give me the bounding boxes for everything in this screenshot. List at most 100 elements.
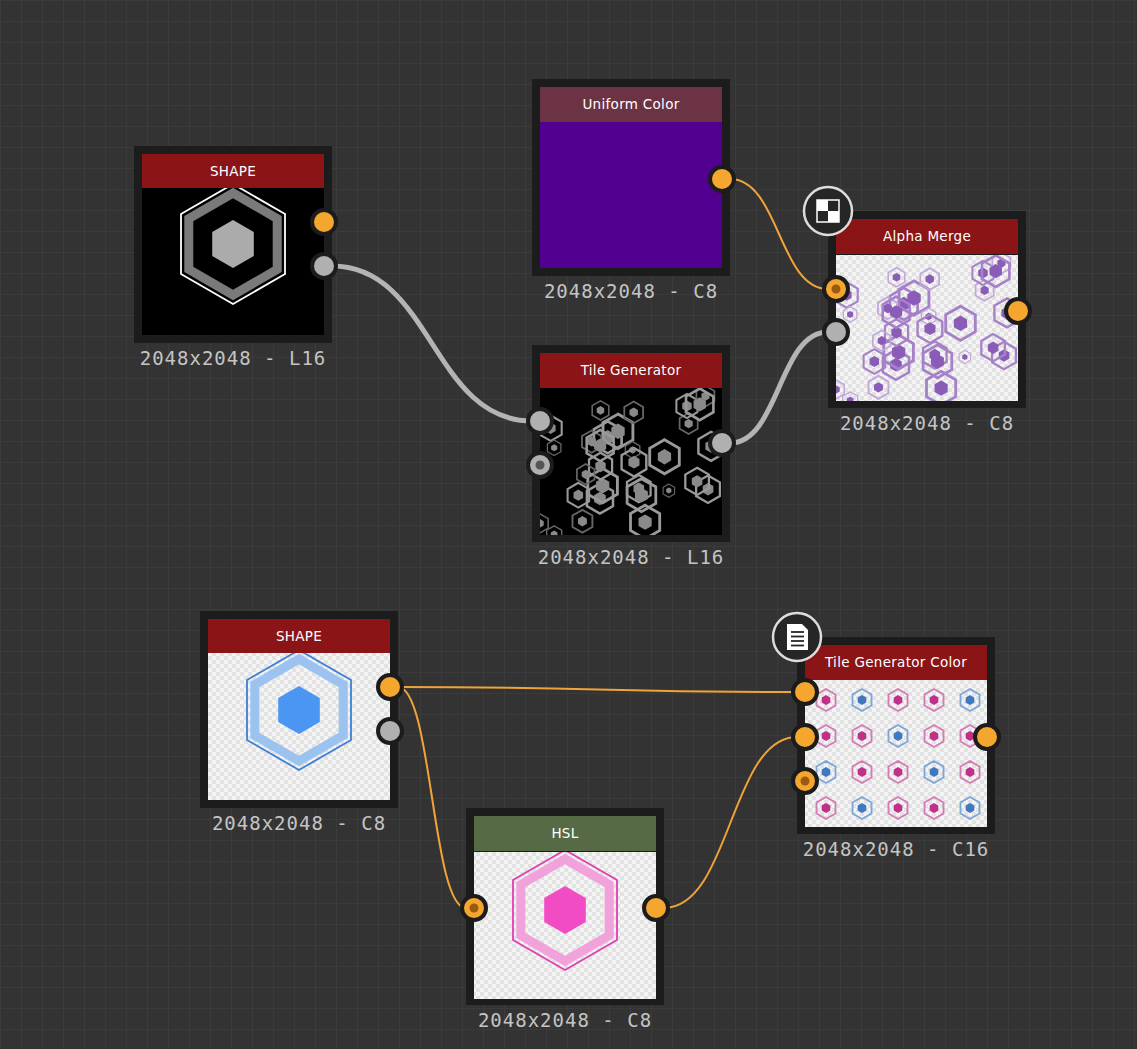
hexagon-fill [894,731,903,741]
hexagon-fill [930,349,941,361]
hexagon-fill [587,437,596,447]
hexagon-outline [582,431,601,453]
hexagon-fill [551,444,557,451]
checker-icon [804,187,852,235]
hexagon-fill [594,492,606,506]
hexagon-fill [931,354,944,369]
hexagon-outline [676,394,697,418]
hexagon-outline [627,475,651,502]
node-header: Uniform Color [540,87,722,122]
hexagon-fill [892,344,905,359]
hexagon-outline [864,349,886,374]
thumbnail [836,255,1018,401]
hexagon-fill [858,803,867,813]
hexagon-outline [972,261,993,285]
hexagon-fill [924,322,935,335]
wire [332,266,532,421]
hexagon-fill [1001,306,1012,319]
hexagon-outline [817,797,836,819]
hexagon-fill [990,264,1002,278]
hexagon-outline [853,689,872,711]
hexagon-outline [696,476,720,503]
hexagon-outline [961,725,980,747]
hexagon-outline [622,448,647,477]
hexagon-outline [921,308,935,325]
node-title: Alpha Merge [836,219,1018,254]
port [793,769,817,793]
hexagon-fill [925,313,931,321]
hexagon-outline [923,341,947,368]
hexagon-outline [961,689,980,711]
hexagon-fill [658,449,671,464]
hexagon-outline [686,389,713,421]
hexagon-outline [992,255,1010,273]
hexagon-fill [966,731,975,741]
graph-node: Alpha Merge2048x2048 - C8 [828,211,1026,408]
hexagon-outline [992,342,1016,369]
hexagon-fill [898,297,911,312]
hexagon-fill [966,767,975,777]
thumbnail-ground [540,388,722,535]
hexagon-fill [962,354,967,360]
hexagon-outline [817,689,836,711]
hexagon-outline [817,761,836,783]
resolution-label: 2048x2048 - C8 [436,1008,694,1032]
hexagon-outline [883,350,909,380]
hexagon-fill [639,515,652,530]
hexagon-outline [869,376,889,399]
hexagon-fill [894,695,903,705]
hexagon-outline [587,430,614,461]
hexagon-fill [703,483,714,495]
hexagon-fill [594,439,606,453]
hexagon-outline [680,413,698,434]
hexagon-fill [595,460,605,472]
resolution-label: 2048x2048 - L16 [502,545,760,569]
hexagon-outline [696,388,714,407]
hexagon-fill [842,289,852,301]
port [528,453,552,477]
thumbnail-ground [208,653,390,800]
hexagon-outline [685,468,709,495]
hexagon-fill [890,358,902,372]
hexagon-fill [858,731,867,741]
hexagon-outline [836,380,844,399]
graph-node: Tile Generator Color2048x2048 - C16 [797,637,995,834]
hexagon-fill [540,519,544,528]
hexagon-fill [930,731,939,741]
thumbnail [540,122,722,268]
port [793,725,817,749]
hexagon-outline [627,479,656,512]
hexagon-outline [888,268,905,287]
hexagon-outline [853,797,872,819]
node-header: Tile Generator Color [805,645,987,680]
hexagon-outline [573,510,593,533]
node-header: SHAPE [208,619,390,654]
node-header: SHAPE [142,154,324,189]
hexagon-fill [634,483,645,495]
port [644,896,668,920]
hexagon-outline [663,484,675,497]
hexagon-fill [546,423,556,434]
hexagon-fill [907,290,920,306]
hexagon-outline [592,401,609,420]
wire [398,687,466,908]
hexagon-fill [870,356,880,367]
hexagon-outline [889,797,908,819]
port [824,277,848,301]
hexagon-outline [589,453,612,480]
hexagon-outline [698,432,722,461]
hexagon-fill [578,516,587,526]
hexagon-fill [926,274,934,284]
hexagon-fill [836,385,840,394]
port-dot [470,904,479,913]
hexagon-outline [925,689,944,711]
hexagon-outline [625,442,639,459]
hexagon-outline [976,280,994,301]
icon-part [791,645,804,647]
thumbnail [142,188,324,335]
hexagon-outline [961,761,980,783]
hexagon-outline [883,297,910,328]
icon-part [791,640,804,642]
hexagon-outline [843,392,858,401]
resolution-label: 2048x2048 - C16 [767,837,1025,861]
